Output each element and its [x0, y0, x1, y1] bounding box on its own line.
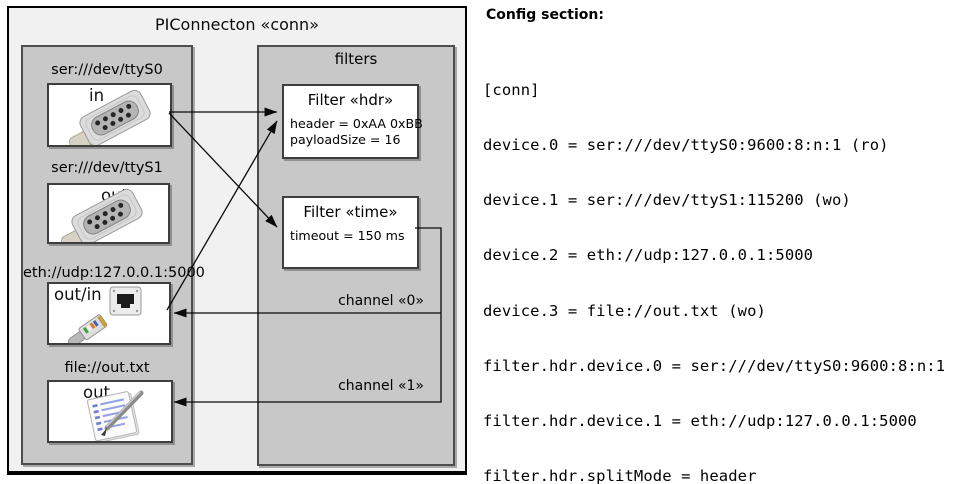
- notepad-pen-icon: [86, 390, 144, 441]
- config-line: device.2 = eth://udp:127.0.0.1:5000: [483, 246, 814, 265]
- filter-hdr-title: Filter «hdr»: [307, 91, 394, 109]
- serial-connector-icon: [68, 89, 151, 145]
- channel-1-label: channel «1»: [338, 378, 424, 394]
- config-heading: Config section:: [486, 7, 604, 23]
- filter-time-box: Filter «time» timeout = 150 ms: [282, 196, 419, 269]
- filter-hdr-param-header: header = 0xAA 0xBB: [290, 116, 423, 131]
- config-line: filter.hdr.device.0 = ser:///dev/ttyS0:9…: [483, 356, 946, 375]
- rj45-plug: [67, 314, 108, 343]
- ethernet-jack-and-plug-icon: [67, 286, 142, 343]
- device-uri-file: file://out.txt: [64, 360, 150, 376]
- devices-container: ser:///dev/ttyS0 in: [21, 45, 205, 465]
- config-text: [conn] device.0 = ser:///dev/ttyS0:9600:…: [483, 44, 955, 484]
- device-uri-ttys1: ser:///dev/ttyS1: [51, 160, 163, 176]
- config-line: [conn]: [483, 80, 540, 99]
- config-line: device.3 = file://out.txt (wo): [483, 301, 766, 320]
- filter-hdr-box: Filter «hdr» header = 0xAA 0xBB payloadS…: [282, 84, 423, 159]
- device-box-ttys0: in: [47, 83, 172, 147]
- device-box-file: out: [47, 380, 173, 443]
- diagram-title: PIConnecton «conn»: [155, 15, 319, 34]
- device-uri-ttys0: ser:///dev/ttyS0: [51, 62, 163, 78]
- device-mode-label: in: [89, 86, 105, 105]
- rj45-jack: [109, 286, 142, 316]
- config-line: filter.hdr.device.1 = eth://udp:127.0.0.…: [483, 412, 917, 431]
- config-line: filter.hdr.splitMode = header: [483, 467, 757, 484]
- filter-hdr-param-payloadsize: payloadSize = 16: [290, 131, 401, 147]
- pen: [101, 390, 144, 436]
- device-box-eth: out/in: [47, 282, 171, 345]
- device-uri-eth: eth://udp:127.0.0.1:5000: [23, 265, 205, 281]
- device-box-ttys1: out: [47, 183, 170, 244]
- filter-time-title: Filter «time»: [303, 203, 398, 221]
- piconnector-box: PIConnecton «conn» ser:///dev/ttyS0 in: [7, 6, 467, 475]
- serial-connector-icon: [60, 188, 143, 242]
- filters-container: filters Filter «hdr» header = 0xAA 0xBB …: [257, 45, 455, 466]
- filter-time-param-timeout: timeout = 150 ms: [290, 228, 405, 243]
- config-panel: Config section: [conn] device.0 = ser://…: [483, 0, 964, 484]
- config-line: device.0 = ser:///dev/ttyS0:9600:8:n:1 (…: [483, 136, 889, 155]
- filters-title: filters: [334, 50, 378, 68]
- config-line: device.1 = ser:///dev/ttyS1:115200 (wo): [483, 191, 851, 210]
- channel-0-label: channel «0»: [338, 293, 424, 309]
- device-mode-label: out/in: [54, 285, 102, 304]
